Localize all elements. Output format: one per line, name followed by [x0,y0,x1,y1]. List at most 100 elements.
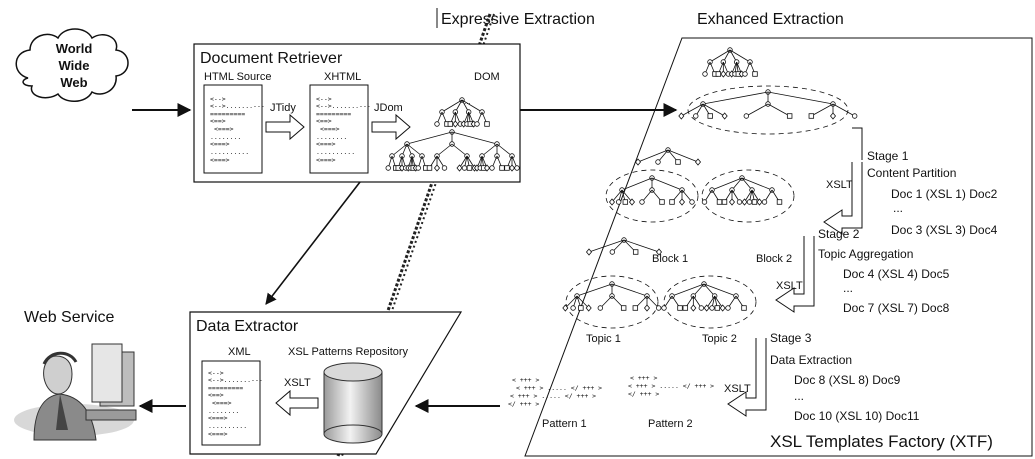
svg-text:</ +++ >: </ +++ > [628,390,659,398]
stage-2-xslt-arrow [775,236,815,313]
block-2-label: Block 2 [756,253,792,265]
stage-2-title: Stage 2 [818,227,860,241]
svg-text:<===>: <===> [210,140,230,148]
stage-1-line-2: Doc 3 (XSL 3) Doc4 [891,223,998,237]
stage-3-title: Stage 3 [770,331,812,345]
xml-document-icon: <--> <-->.......--- ========= <==> <===>… [201,360,263,446]
svg-text:<==>: <==> [210,117,226,125]
pattern-2-code: < +++ > < +++ > ..... </ +++ > </ +++ > [628,374,714,398]
repository-cylinder [323,362,383,444]
jdom-label: JDom [374,102,403,114]
stage-3-line-1: Doc 8 (XSL 8) Doc9 [794,373,901,387]
svg-text:<===>: <===> [316,156,336,164]
svg-text:<===>: <===> [316,140,336,148]
block-1-label: Block 1 [652,253,688,265]
svg-text:<==>: <==> [316,117,332,125]
svg-text:..........: .......... [208,422,247,430]
stage-1-xslt-arrow [823,162,863,235]
svg-text:=========: ========= [210,110,245,118]
xml-label: XML [228,346,251,358]
document-retriever-title: Document Retriever [200,50,343,67]
extractor-xslt-arrow [275,389,319,417]
web-service-user-icon [14,343,137,441]
svg-text:< +++ > ..... </ +++ >: < +++ > ..... </ +++ > [628,382,714,390]
svg-text:<==>: <==> [208,391,224,399]
svg-text:........: ........ [210,133,241,141]
svg-text:<-->.......---: <-->.......--- [316,102,371,110]
cloud-line-1: World [56,41,93,56]
svg-text:..........: .......... [210,148,249,156]
stage-2-ellipsis: ... [843,281,853,295]
stage-2: Stage 2 Topic Aggregation Doc 4 (XSL 4) … [775,227,950,315]
xhtml-document-icon: <--> <-->.......--- ========= <==> <===>… [309,84,371,174]
stage-1: Stage 1 Content Partition Doc 1 (XSL 1) … [823,127,998,237]
stage-2-line-2: Doc 7 (XSL 7) Doc8 [843,301,950,315]
svg-text:</ +++ >: </ +++ > [508,400,539,408]
pattern-1-label: Pattern 1 [542,418,587,430]
expressive-extraction-header: Expressive Extraction [441,11,595,28]
svg-text:=========: ========= [316,110,351,118]
html-source-label: HTML Source [204,71,271,83]
svg-text:........: ........ [316,133,347,141]
svg-text:<-->: <--> [208,369,224,377]
cloud-line-2: Wide [59,58,90,73]
stage-3-xslt-label: XSLT [724,383,751,395]
jdom-arrow [371,113,411,141]
stage-2-line-1: Doc 4 (XSL 4) Doc5 [843,267,950,281]
dom-ellipsis: ... [464,97,471,106]
dom-tree-graphic [385,97,520,172]
web-service-label: Web Service [24,309,115,326]
dom-label: DOM [474,71,500,83]
svg-text:<-->.......---: <-->.......--- [208,376,263,384]
svg-text:=========: ========= [208,384,243,392]
svg-text:<-->.......---: <-->.......--- [210,102,265,110]
pattern-2-label: Pattern 2 [648,418,693,430]
stage-3-subtitle: Data Extraction [770,353,852,367]
html-document-icon: <--> <-->.......--- ========= <==> <===>… [203,84,265,174]
pattern-1-code: < +++ > < +++ > ..... </ +++ > < +++ > .… [508,376,602,408]
svg-text:< +++ >: < +++ > [630,374,657,382]
svg-text:<===>: <===> [212,399,232,407]
svg-text:<-->: <--> [316,95,332,103]
stage-3-ellipsis: ... [794,389,804,403]
jtidy-arrow [265,113,305,141]
stage-1-line-1: Doc 1 (XSL 1) Doc2 [891,187,998,201]
stage-1-title: Stage 1 [867,149,909,163]
svg-text:<===>: <===> [208,414,228,422]
stage-2-xslt-label: XSLT [776,280,803,292]
svg-text:........: ........ [208,407,239,415]
stage-3-line-2: Doc 10 (XSL 10) Doc11 [794,409,920,423]
world-wide-web-cloud: World Wide Web [15,28,129,102]
svg-text:<===>: <===> [320,125,340,133]
stage-2-subtitle: Topic Aggregation [818,247,913,261]
extractor-xslt-label: XSLT [284,377,311,389]
arrow-retriever-to-extractor [265,181,361,305]
svg-text:<===>: <===> [214,125,234,133]
stage-3-xslt-arrow [727,338,767,417]
svg-text:< +++ > ..... </ +++ >: < +++ > ..... </ +++ > [510,392,596,400]
svg-text:<===>: <===> [208,430,228,438]
stage-1-subtitle: Content Partition [867,166,956,180]
stage-3: Stage 3 Data Extraction Doc 8 (XSL 8) Do… [724,331,920,423]
xtf-tree-graphics [562,47,858,329]
xtf-title: XSL Templates Factory (XTF) [770,432,993,451]
svg-text:< +++ >: < +++ > [512,376,539,384]
xhtml-label: XHTML [324,71,361,83]
svg-text:..........: .......... [316,148,355,156]
stage-1-ellipsis: ... [893,201,903,215]
stage-1-xslt-label: XSLT [826,179,853,191]
data-extractor-box: Data Extractor XML XSL Patterns Reposito… [189,311,463,455]
cloud-line-3: Web [60,75,87,90]
xsl-patterns-repository-label: XSL Patterns Repository [288,346,409,358]
jtidy-label: JTidy [270,102,296,114]
enhanced-extraction-header: Exhanced Extraction [697,11,844,28]
xtf-region [524,37,1033,457]
svg-text:<===>: <===> [210,156,230,164]
svg-text:< +++ > ..... </ +++ >: < +++ > ..... </ +++ > [516,384,602,392]
topic-2-label: Topic 2 [702,333,737,345]
topic-1-label: Topic 1 [586,333,621,345]
data-extractor-title: Data Extractor [196,318,299,335]
svg-text:<-->: <--> [210,95,226,103]
document-retriever-box: Document Retriever HTML Source XHTML DOM… [193,43,521,183]
